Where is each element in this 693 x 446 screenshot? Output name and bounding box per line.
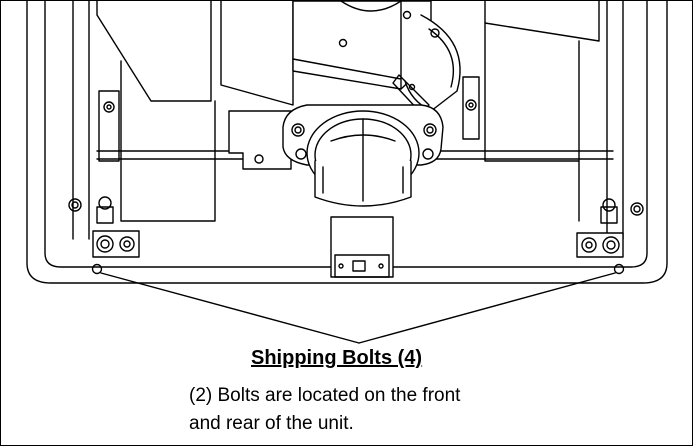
base-pan bbox=[26, 1, 668, 284]
right-bolt-assembly bbox=[576, 198, 644, 258]
plate bbox=[228, 110, 292, 170]
motor-screw bbox=[338, 38, 348, 48]
leader-line-right bbox=[358, 272, 616, 344]
flange-bolt-br bbox=[422, 148, 434, 160]
callout-text-line-1: (2) Bolts are located on the front bbox=[189, 385, 461, 406]
right-bracket bbox=[462, 76, 480, 140]
motor-band bbox=[292, 1, 402, 90]
bottom-latch bbox=[352, 260, 366, 272]
callout-title: Shipping Bolts (4) bbox=[251, 347, 423, 369]
right-panel bbox=[484, 1, 600, 42]
right-lower-panel bbox=[484, 22, 580, 222]
right-bracket-bolt bbox=[465, 99, 477, 111]
flange-bolt-tl bbox=[291, 123, 305, 137]
motor-housing bbox=[220, 1, 294, 106]
callout-text-line-2: and rear of the unit. bbox=[189, 413, 354, 434]
bottom-bracket bbox=[330, 216, 394, 278]
left-bracket bbox=[98, 90, 120, 162]
shipping-bolt-right bbox=[613, 263, 625, 275]
flange-bolt-bl bbox=[295, 148, 307, 160]
left-panel bbox=[96, 1, 212, 102]
left-lower-panel bbox=[120, 60, 216, 222]
left-bolt-assembly bbox=[68, 196, 140, 258]
flange-bolt-tr bbox=[423, 123, 437, 137]
motor-top bbox=[340, 1, 402, 12]
leader-line-left bbox=[100, 272, 360, 344]
motor-cap bbox=[404, 14, 461, 112]
shipping-bolt-left bbox=[91, 263, 103, 275]
plate-screw bbox=[254, 154, 264, 164]
left-bracket-bolt bbox=[103, 101, 115, 113]
